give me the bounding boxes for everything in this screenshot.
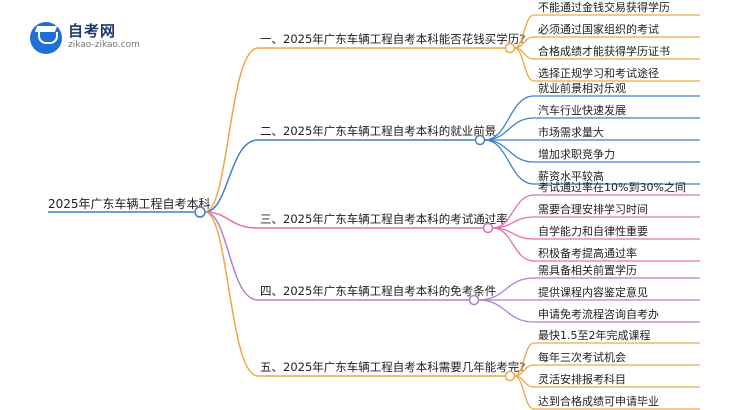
site-logo[interactable]: 自考网 zikao-zikao.com	[30, 18, 170, 60]
leaf-item[interactable]: 增加求职竞争力	[484, 139, 701, 163]
branch-label: 一、2025年广东车辆工程自考本科能否花钱买学历?	[260, 32, 525, 46]
leaf-item[interactable]: 需要合理安排学习时间	[492, 202, 701, 229]
leaf-item[interactable]: 自学能力和自律性重要	[492, 224, 701, 240]
leaf-label: 灵活安排报考科目	[538, 372, 626, 386]
leaf-label: 积极备考提高通过率	[538, 246, 637, 260]
leaf-label: 自学能力和自律性重要	[538, 224, 648, 238]
branch-connector	[204, 139, 259, 213]
leaf-item[interactable]: 每年三次考试机会	[514, 350, 701, 377]
leaf-label: 申请免考流程咨询自考办	[538, 307, 659, 321]
leaf-label: 就业前景相对乐观	[538, 81, 626, 95]
leaf-label: 合格成绩才能获得学历证书	[538, 44, 670, 58]
leaf-label: 薪资水平较高	[538, 169, 604, 183]
branch-5[interactable]: 五、2025年广东车辆工程自考本科需要几年能考完? 最快1.5至2年完成课程每年三…	[204, 211, 701, 410]
leaf-item[interactable]: 申请免考流程咨询自考办	[478, 299, 701, 323]
leaf-label: 选择正规学习和考试途径	[538, 66, 659, 80]
leaf-label: 提供课程内容鉴定意见	[538, 285, 648, 299]
leaf-label: 最快1.5至2年完成课程	[538, 328, 651, 342]
branch-node-circle	[504, 370, 516, 382]
branch-connector	[204, 47, 259, 213]
leaf-connector	[514, 375, 535, 410]
leaf-item[interactable]: 就业前景相对乐观	[484, 81, 701, 141]
branch-node-circle	[482, 222, 494, 234]
leaf-connector	[492, 227, 535, 262]
leaf-item[interactable]: 合格成绩才能获得学历证书	[514, 44, 701, 60]
leaf-label: 汽车行业快速发展	[538, 103, 626, 117]
leaf-connector	[478, 299, 535, 323]
branch-label: 四、2025年广东车辆工程自考本科的免考条件	[260, 284, 496, 298]
leaf-label: 每年三次考试机会	[538, 350, 626, 364]
leaf-connector	[514, 47, 535, 82]
branch-label: 二、2025年广东车辆工程自考本科的就业前景	[260, 124, 496, 138]
leaf-label: 不能通过金钱交易获得学历	[538, 0, 670, 14]
leaf-item[interactable]: 选择正规学习和考试途径	[514, 47, 701, 82]
branch-2[interactable]: 二、2025年广东车辆工程自考本科的就业前景 就业前景相对乐观汽车行业快速发展市场…	[204, 81, 701, 213]
leaf-item[interactable]: 积极备考提高通过率	[492, 227, 701, 262]
logo-name: 自考网	[68, 22, 117, 40]
leaf-label: 必须通过国家组织的考试	[538, 22, 659, 36]
branch-node-circle	[474, 134, 486, 146]
leaf-item[interactable]: 提供课程内容鉴定意见	[478, 285, 701, 301]
logo-domain: zikao-zikao.com	[68, 40, 140, 50]
branch-1[interactable]: 一、2025年广东车辆工程自考本科能否花钱买学历? 不能通过金钱交易获得学历必须通…	[204, 0, 701, 213]
leaf-connector	[484, 139, 535, 185]
root-label: 2025年广东车辆工程自考本科	[48, 196, 211, 211]
branch-label: 五、2025年广东车辆工程自考本科需要几年能考完?	[260, 360, 525, 374]
branch-node-circle	[468, 294, 480, 306]
leaf-label: 市场需求量大	[538, 125, 604, 139]
branch-connector	[204, 211, 259, 301]
leaf-label: 需具备相关前置学历	[538, 263, 637, 277]
leaf-connector	[492, 194, 535, 229]
leaf-item[interactable]: 灵活安排报考科目	[514, 372, 701, 388]
branch-connector	[204, 211, 259, 229]
leaf-label: 增加求职竞争力	[538, 147, 615, 161]
branch-node-circle	[504, 42, 516, 54]
branch-connector	[204, 211, 259, 377]
leaf-connector	[484, 139, 535, 163]
branch-label: 三、2025年广东车辆工程自考本科的考试通过率	[260, 212, 508, 226]
leaf-item[interactable]: 达到合格成绩可申请毕业	[514, 375, 701, 410]
leaf-label: 达到合格成绩可申请毕业	[538, 394, 659, 408]
leaf-label: 考试通过率在10%到30%之间	[538, 180, 686, 194]
branch-3[interactable]: 三、2025年广东车辆工程自考本科的考试通过率 考试通过率在10%到30%之间需要…	[204, 180, 701, 262]
leaf-item[interactable]: 薪资水平较高	[484, 139, 701, 185]
leaf-item[interactable]: 考试通过率在10%到30%之间	[492, 180, 701, 229]
leaf-item[interactable]: 市场需求量大	[484, 125, 701, 141]
root-node-circle	[194, 206, 206, 218]
branch-4[interactable]: 四、2025年广东车辆工程自考本科的免考条件 需具备相关前置学历提供课程内容鉴定意…	[204, 211, 701, 323]
leaf-label: 需要合理安排学习时间	[538, 202, 648, 216]
